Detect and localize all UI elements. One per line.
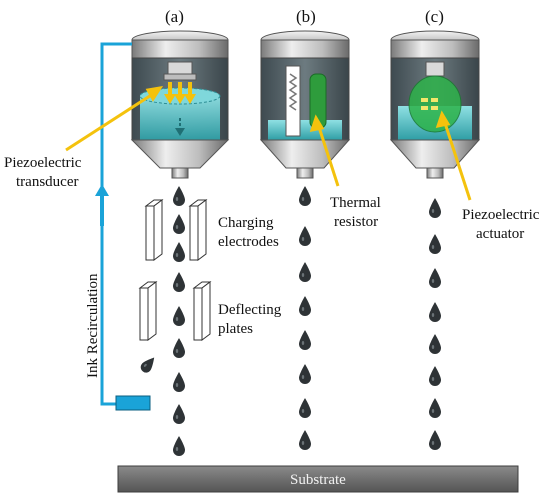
drop-icon xyxy=(299,186,311,206)
drop-icon xyxy=(429,366,441,386)
drop-icon xyxy=(429,398,441,418)
drop-icon xyxy=(173,186,185,206)
drop-icon xyxy=(138,354,159,375)
deflecting-plates-label: Deflecting xyxy=(218,302,282,318)
drop-icon xyxy=(173,404,185,424)
printhead-b xyxy=(259,30,351,179)
thermal-resistor-label-line2: resistor xyxy=(334,214,378,230)
drops-column-b xyxy=(299,186,311,450)
drop-icon xyxy=(299,296,311,316)
up-arrow-icon xyxy=(95,184,109,196)
drop-icon xyxy=(299,430,311,450)
piezoelectric-actuator-label-line2: actuator xyxy=(476,226,524,242)
piezoelectric-transducer-label-line2: transducer xyxy=(16,174,78,190)
ink-recirculation-loop xyxy=(100,42,132,406)
ink-gutter xyxy=(115,395,151,411)
piezoelectric-actuator-label: Piezoelectric xyxy=(462,207,540,223)
drop-icon xyxy=(299,226,311,246)
drop-icon xyxy=(429,268,441,288)
deflecting-plates xyxy=(138,281,212,341)
deflecting-plates-label-line2: plates xyxy=(218,321,253,337)
drop-icon xyxy=(173,338,185,358)
drop-icon xyxy=(299,398,311,418)
drop-icon xyxy=(429,198,441,218)
drops-column-c xyxy=(429,198,441,450)
drop-icon xyxy=(173,242,185,262)
substrate-label: Substrate xyxy=(290,472,346,488)
ink-recirculation-label: Ink Recirculation xyxy=(85,273,101,378)
charging-electrodes xyxy=(144,199,208,261)
drop-icon xyxy=(173,272,185,292)
printhead-a xyxy=(130,30,230,179)
drop-icon xyxy=(299,364,311,384)
up-arrow-shaft xyxy=(100,196,104,226)
drop-icon xyxy=(299,330,311,350)
thermal-resistor-label: Thermal xyxy=(330,195,381,211)
drop-icon xyxy=(429,430,441,450)
panel-label-a: (a) xyxy=(165,7,184,26)
printhead-c xyxy=(389,30,481,179)
substrate: Substrate xyxy=(117,465,519,493)
charging-electrodes-label-line2: electrodes xyxy=(218,234,279,250)
drop-icon xyxy=(299,262,311,282)
drop-icon xyxy=(173,214,185,234)
drop-icon xyxy=(429,302,441,322)
drop-icon xyxy=(173,372,185,392)
drop-icon xyxy=(429,234,441,254)
drop-icon xyxy=(173,436,185,456)
panel-label-c: (c) xyxy=(425,7,444,26)
drop-icon xyxy=(173,306,185,326)
piezoelectric-transducer-label: Piezoelectric xyxy=(4,155,82,171)
pointer-lines xyxy=(65,85,472,201)
down-arrow-icon xyxy=(164,82,196,104)
charging-electrodes-label: Charging xyxy=(218,215,274,231)
panel-label-b: (b) xyxy=(296,7,316,26)
drop-icon xyxy=(429,334,441,354)
